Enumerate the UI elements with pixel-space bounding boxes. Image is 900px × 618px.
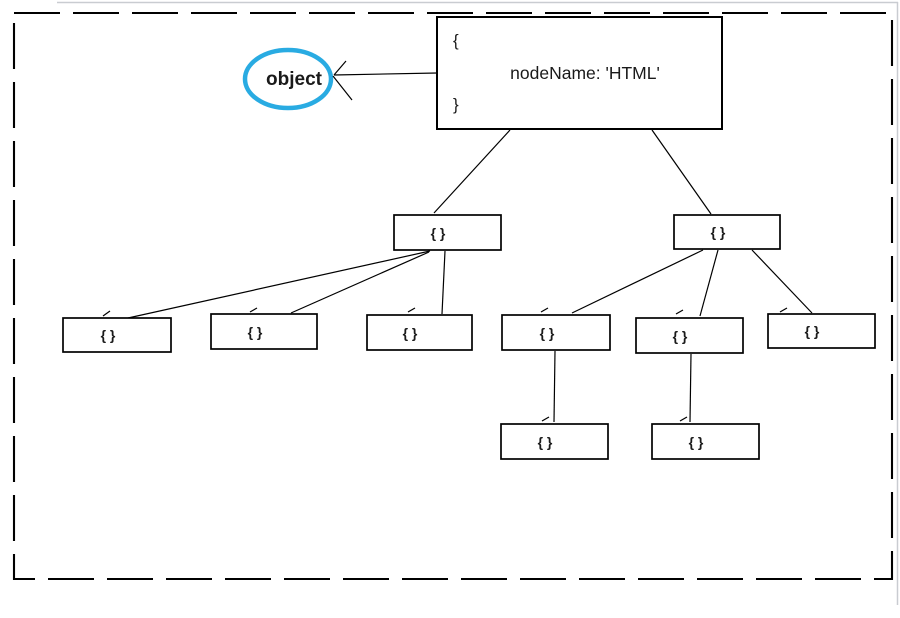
child-node-box-d1 [500,423,609,460]
child-node-label: { } [540,325,555,341]
tree-edge-c4-d1 [553,350,556,423]
root-node-label: nodeName: 'HTML' [510,63,660,83]
child-node-box-c1 [62,317,172,353]
child-node-label: { } [101,327,116,343]
tree-edge-l2a-c3 [441,250,446,315]
child-node-label: { } [689,434,704,450]
tree-edge-l2a-c1 [127,250,431,319]
child-node-box-c2 [210,313,318,350]
child-node-label: { } [248,324,263,340]
child-node-box-d2 [651,423,760,460]
child-node-box-c5 [635,317,744,354]
arrowhead-tick [541,416,550,422]
root-node-close-brace: } [453,95,459,114]
child-node-box-c6 [767,313,876,349]
tree-edge-l2a-c2 [290,251,430,314]
child-node-box-l2b [673,214,781,250]
tree-edge-root-right [651,129,712,215]
tree-edge-l2b-c4 [571,249,704,314]
child-node-box-c4 [501,314,611,351]
child-node-label: { } [711,224,726,240]
child-node-label: { } [403,325,418,341]
tree-edge-l2b-c5 [699,249,719,317]
outer-dashed-border [12,11,894,581]
object-ellipse [242,47,334,111]
child-node-label: { } [673,328,688,344]
arrowhead-tick [540,307,549,313]
arrowhead-tick [675,309,684,315]
child-node-label: { } [431,225,446,241]
tree-edge-l2b-c6 [751,249,813,314]
tree-edge-root-left [433,129,511,214]
child-node-label: { } [805,323,820,339]
child-node-label: { } [538,434,553,450]
root-node-open-brace: { [453,31,459,50]
object-label: object [266,69,323,90]
tree-edge-c5-d2 [689,353,692,423]
arrow-barb-upper [333,60,347,76]
arrowhead-tick [779,307,788,313]
root-node-box [436,16,723,130]
arrowhead-tick [102,310,111,317]
arrow-barb-lower [332,75,353,101]
arrowhead-tick [407,307,416,313]
child-node-box-c3 [366,314,473,351]
arrowhead-tick [249,307,258,313]
arrowhead-tick [679,416,688,422]
arrow-shaft [333,72,438,76]
child-node-box-l2a [393,214,502,251]
